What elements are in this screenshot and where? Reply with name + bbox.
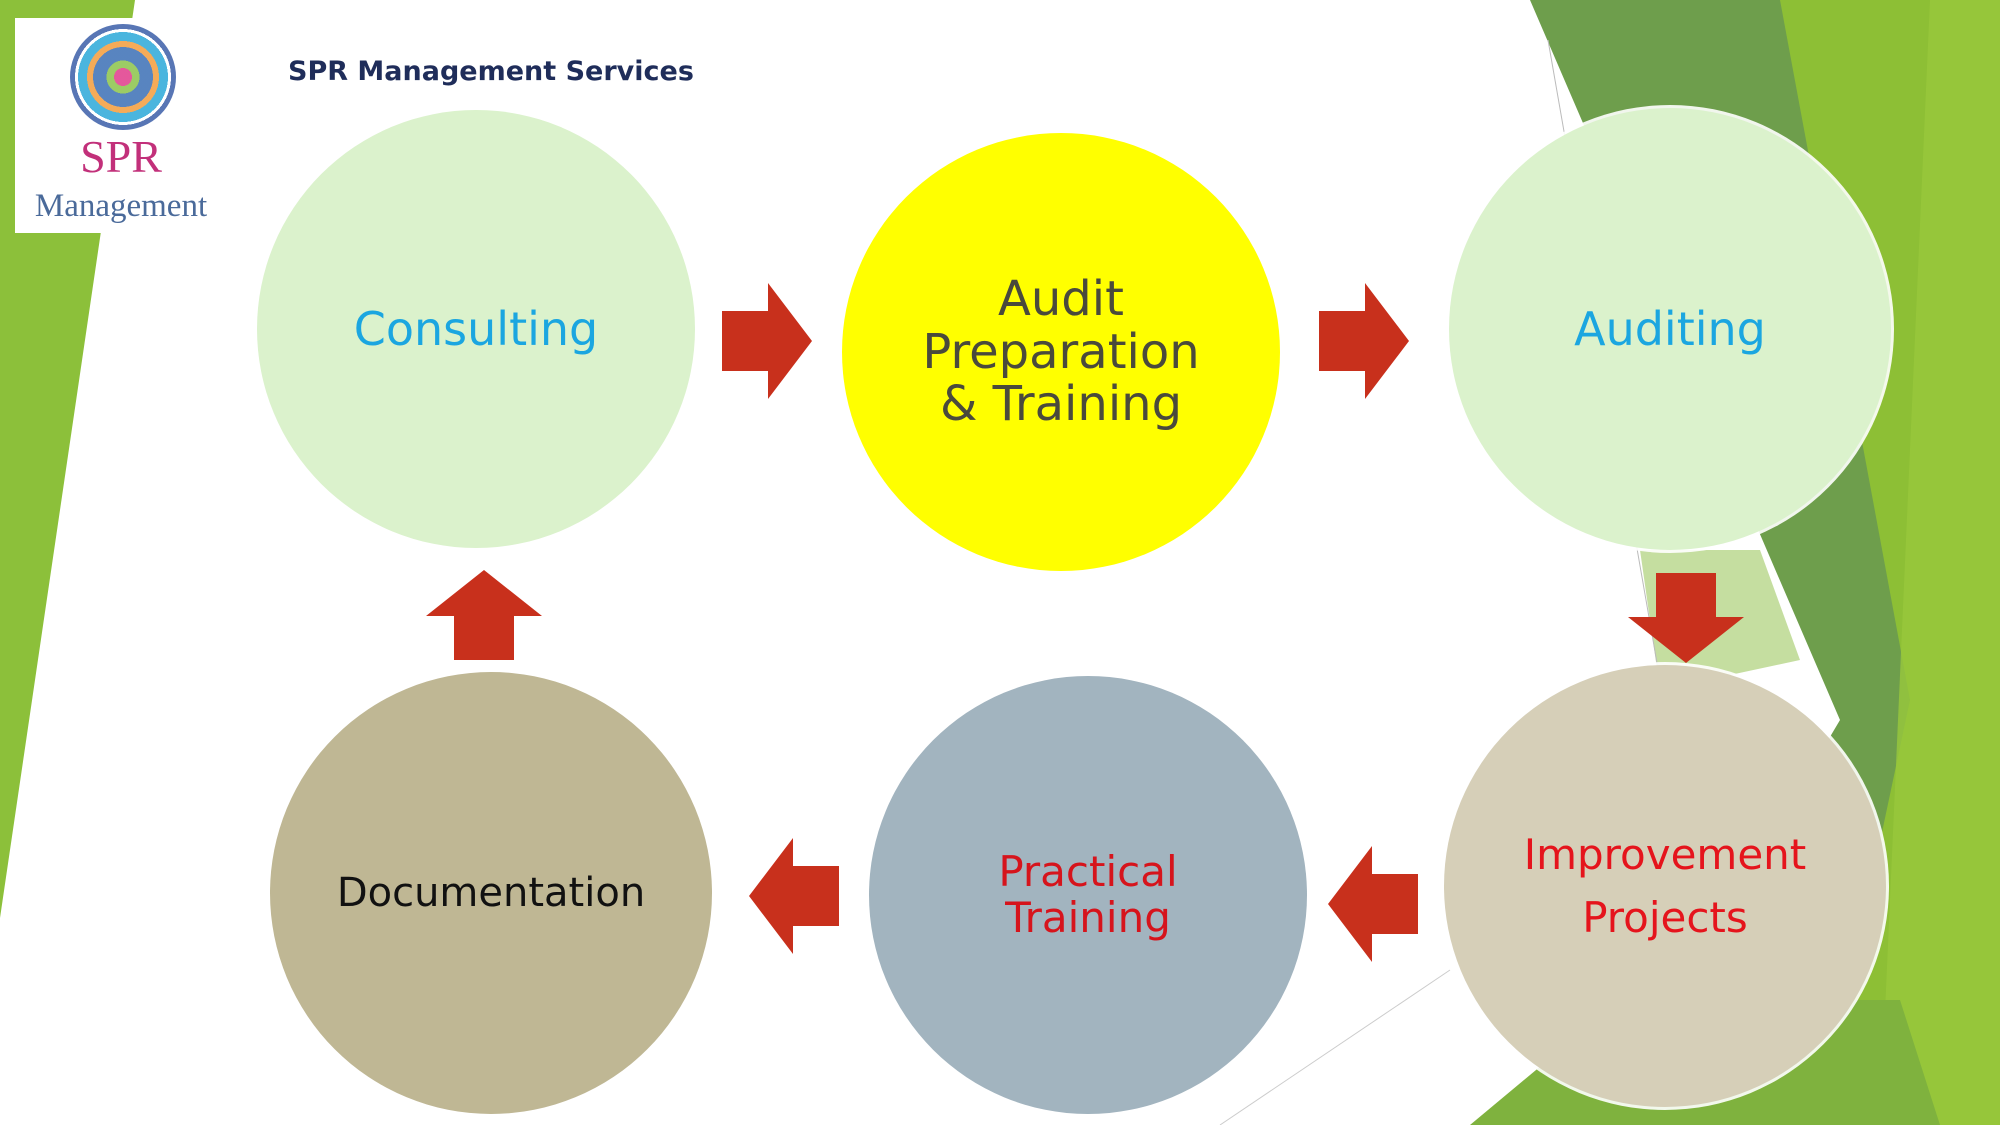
arrow-left-icon: [1328, 846, 1418, 962]
label-auditing: Auditing: [1574, 301, 1766, 356]
label-practical-training: Practical Training: [998, 846, 1178, 942]
logo-text-management: Management: [34, 188, 208, 224]
page-title: SPR Management Services: [288, 56, 694, 87]
label-audit-preparation: Audit Preparation & Training: [922, 270, 1200, 433]
circle-consulting: Consulting: [257, 110, 695, 548]
arrow-up-icon: [426, 570, 542, 660]
label-documentation: Documentation: [336, 870, 646, 916]
circle-documentation: Documentation: [270, 672, 712, 1114]
label-improvement-projects: Improvement Projects: [1523, 830, 1807, 942]
arrow-left-icon: [749, 838, 839, 954]
arrow-right-icon: [1319, 283, 1409, 399]
arrow-down-icon: [1628, 573, 1744, 663]
circle-practical-training: Practical Training: [869, 676, 1307, 1114]
circle-improvement-projects: Improvement Projects: [1444, 665, 1886, 1107]
logo-text-spr: SPR: [80, 131, 162, 182]
arrow-right-icon: [722, 283, 812, 399]
circle-auditing: Auditing: [1449, 108, 1891, 550]
logo: SPR Management: [15, 18, 227, 233]
circle-audit-preparation: Audit Preparation & Training: [842, 133, 1280, 571]
logo-globe-icon: [70, 24, 176, 130]
label-consulting: Consulting: [353, 301, 599, 356]
